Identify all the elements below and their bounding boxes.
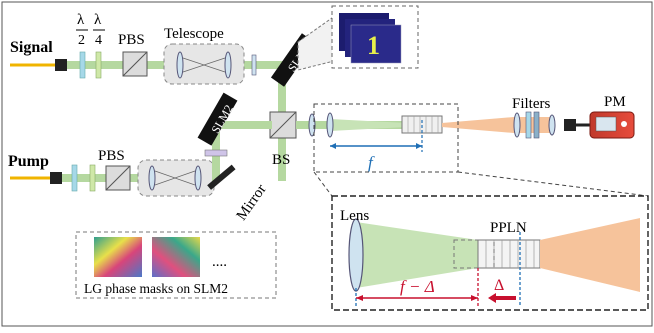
focal-f-label: f — [368, 153, 375, 172]
signal-lens — [251, 54, 257, 76]
mirror-device — [207, 164, 236, 190]
half-waveplate — [79, 51, 86, 79]
f-minus-delta-label: f − Δ — [400, 277, 435, 296]
pump-label: Pump — [8, 153, 49, 170]
half-wave-den: 2 — [78, 33, 85, 48]
outer-frame — [1, 1, 653, 327]
ppln-label: PPLN — [490, 220, 527, 236]
quarter-wave-num: λ — [94, 12, 102, 28]
telescope-lens-1 — [176, 51, 184, 79]
inset-ppln-crystal — [477, 239, 541, 269]
pm-collimator — [564, 119, 576, 131]
pbs-top-label: PBS — [118, 32, 145, 48]
filter-lens — [513, 112, 521, 138]
pbs-bottom-label: PBS — [98, 148, 125, 164]
inset-focus-box — [453, 239, 495, 269]
filter-2 — [533, 111, 540, 139]
inset-green-beam — [356, 222, 478, 288]
lg-mask-2 — [152, 237, 200, 277]
signal-collimator — [55, 59, 67, 71]
telescope-lens-2 — [224, 51, 232, 79]
main-lens — [326, 112, 334, 138]
filter-lens-2 — [548, 114, 556, 136]
telescope-box — [163, 43, 245, 85]
inset-lens — [348, 218, 364, 292]
filter-1 — [525, 111, 532, 139]
slm2-device — [197, 92, 238, 146]
signal-label: Signal — [10, 39, 53, 56]
quarter-wave-den: 4 — [95, 33, 102, 48]
lg-ellipsis: .... — [212, 254, 227, 270]
pm-button — [621, 121, 627, 127]
inset-orange-beam — [540, 218, 640, 292]
slm-screen-digit: 1 — [367, 31, 380, 60]
pump-collimator — [50, 172, 62, 184]
half-wave-num: λ — [77, 12, 85, 28]
bs-label: BS — [272, 152, 290, 168]
lg-masks-caption: LG phase masks on SLM2 — [84, 281, 228, 296]
pump-quarter-waveplate — [89, 164, 96, 192]
pump-telescope-lens-1 — [148, 165, 156, 191]
output-beam — [442, 117, 514, 133]
quarter-waveplate — [95, 51, 102, 79]
pm-display — [595, 116, 617, 132]
lg-mask-1 — [94, 237, 142, 277]
focus-zoom-box — [313, 103, 459, 173]
pump-waveplate-vertical — [204, 149, 228, 157]
pump-beam-to-bs — [212, 121, 272, 129]
filters-label: Filters — [512, 96, 550, 112]
telescope-label: Telescope — [164, 26, 224, 42]
lens-label: Lens — [340, 208, 369, 224]
main-beam-focus — [330, 119, 406, 131]
pm-label: PM — [604, 94, 626, 110]
delta-label: Δ — [494, 277, 504, 294]
mirror-label: Mirror — [234, 182, 270, 224]
slm-screen-front — [350, 24, 402, 64]
pump-telescope-lens-2 — [194, 165, 202, 191]
pump-half-waveplate — [71, 164, 78, 192]
